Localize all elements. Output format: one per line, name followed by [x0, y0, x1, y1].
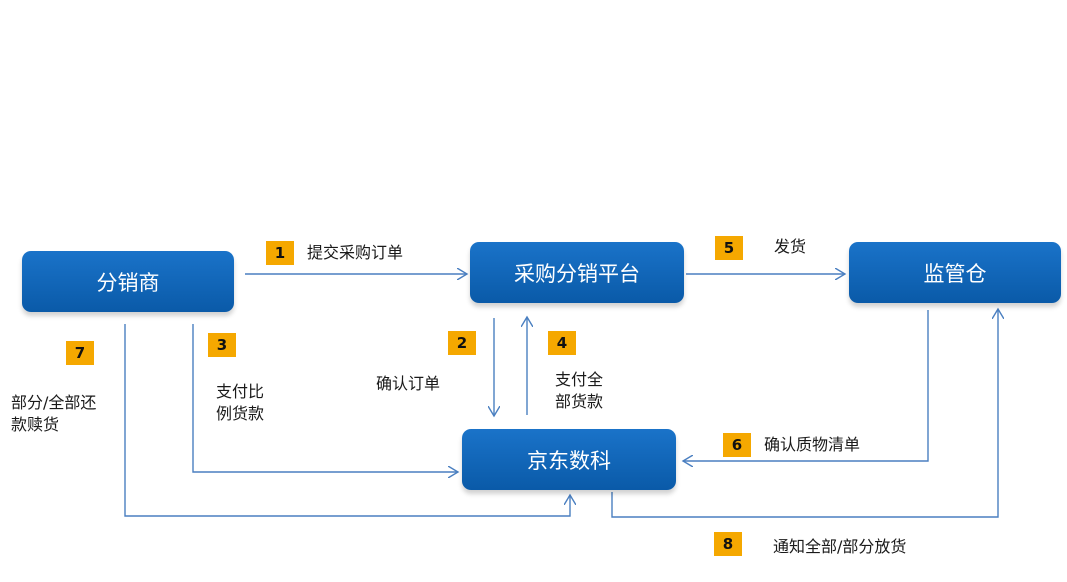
- step-badge-2: 2: [448, 331, 476, 355]
- step-badge-8: 8: [714, 532, 742, 556]
- arrow-release: [611, 309, 998, 518]
- step-badge-6: 6: [723, 433, 751, 457]
- step-badge-7: 7: [66, 341, 94, 365]
- node-supervised-warehouse: 监管仓: [849, 242, 1061, 303]
- step-label-8: 通知全部/部分放货: [773, 537, 907, 556]
- step-badge-4: 4: [548, 331, 576, 355]
- step-label-3: 支付比 例货款: [216, 382, 265, 423]
- step-label-6: 确认质物清单: [764, 435, 861, 454]
- step-badge-3: 3: [208, 333, 236, 357]
- step-badge-1: 1: [266, 241, 294, 265]
- arrow-repay: [124, 324, 570, 517]
- step-label-7: 部分/全部还 款赎货: [11, 393, 97, 434]
- step-badge-5: 5: [715, 236, 743, 260]
- arrow-confirm-pledge: [683, 310, 929, 461]
- step-label-2: 确认订单: [376, 374, 441, 393]
- node-jd-digits: 京东数科: [462, 429, 676, 490]
- node-distributor: 分销商: [22, 251, 234, 312]
- step-label-5: 发货: [774, 237, 807, 256]
- step-label-1: 提交采购订单: [307, 243, 404, 262]
- arrow-pay-ratio: [192, 324, 458, 472]
- node-purchase-platform: 采购分销平台: [470, 242, 684, 303]
- step-label-4: 支付全 部货款: [555, 370, 604, 411]
